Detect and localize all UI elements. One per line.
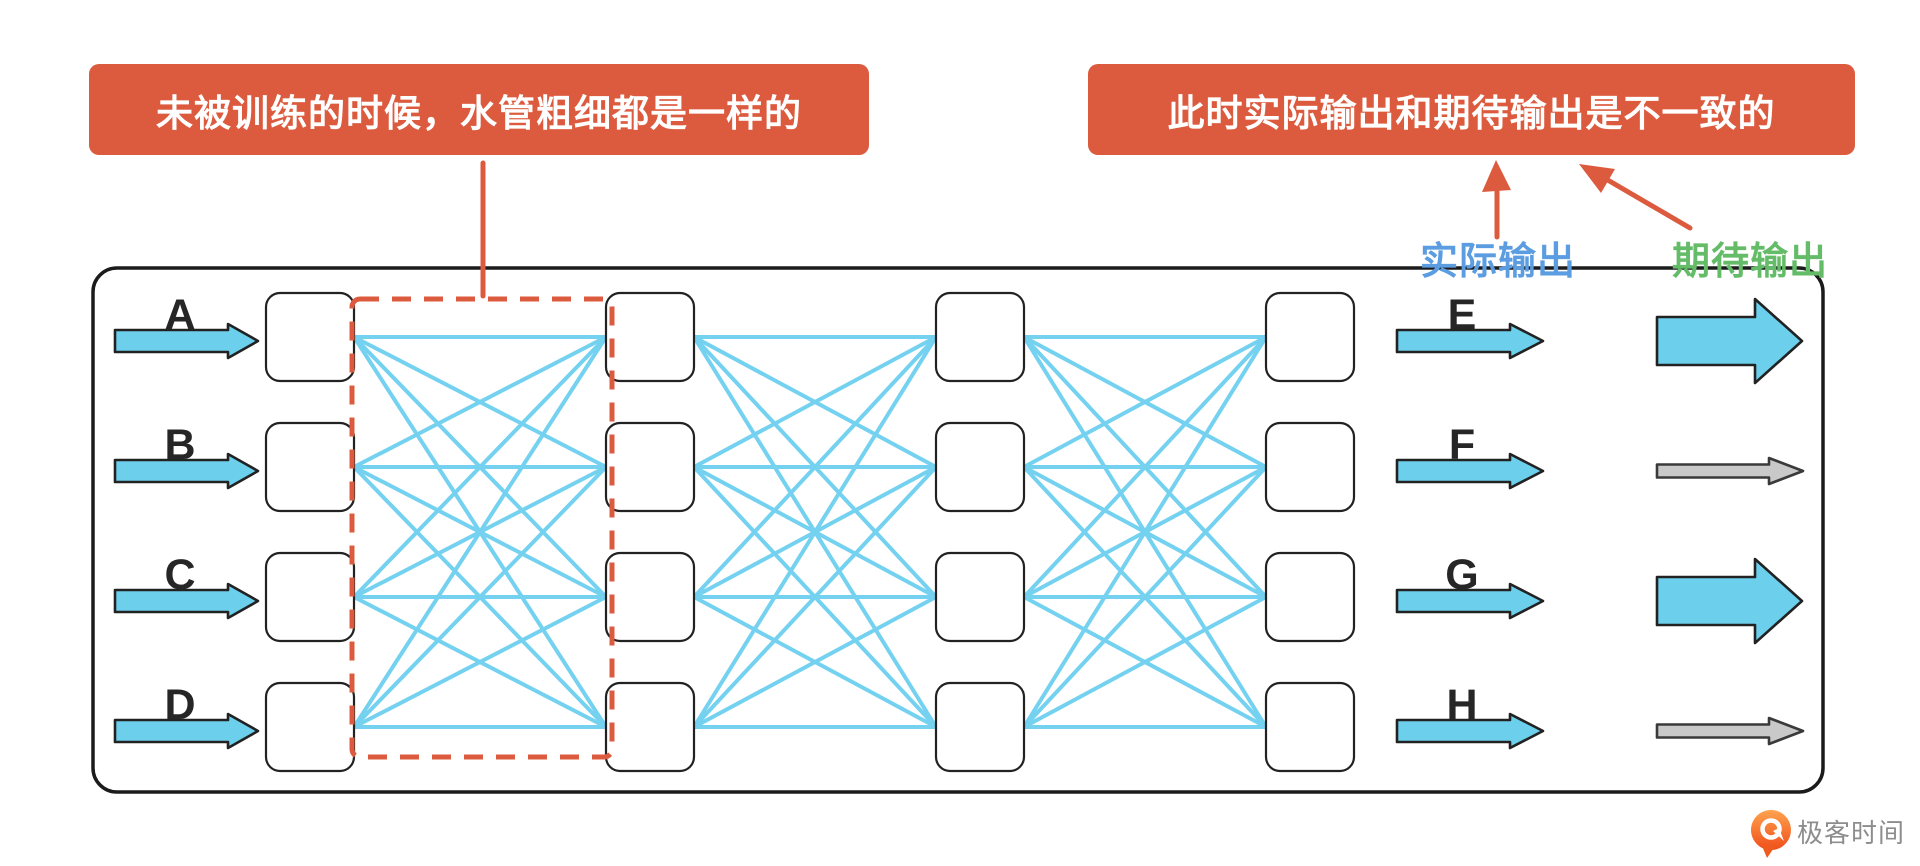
expected-output-arrow-thin	[1655, 716, 1805, 746]
annotation-arrow-up-icon	[1482, 160, 1511, 240]
pipe-connection	[352, 335, 608, 469]
untrained-pipes-highlight	[349, 296, 615, 760]
expected-output-arrow-big	[1655, 557, 1804, 645]
input-label-c: C	[164, 550, 196, 599]
input-arrow	[113, 322, 260, 360]
input-label-a: A	[164, 290, 196, 339]
network-node	[264, 421, 356, 513]
network-node	[1264, 291, 1356, 383]
output-label-g: G	[1445, 550, 1479, 599]
network-nodes	[264, 291, 1356, 773]
network-node	[604, 291, 696, 383]
input-label-b: B	[164, 420, 196, 469]
annotation-arrow-diagonal-icon	[1579, 164, 1693, 231]
actual-output-arrow	[1395, 582, 1545, 620]
network-node	[1264, 681, 1356, 773]
network-node	[264, 681, 356, 773]
pipe-connection	[352, 335, 608, 599]
pipe-connection	[692, 465, 938, 729]
network-node	[604, 551, 696, 643]
network-node	[1264, 551, 1356, 643]
expected-output-label: 期待输出	[1671, 240, 1828, 283]
geektime-logo-icon	[1750, 810, 1791, 858]
input-arrow	[113, 452, 260, 490]
pipe-connection	[692, 595, 938, 729]
network-node	[934, 681, 1026, 773]
output-label-f: F	[1448, 420, 1476, 469]
output-label-e: E	[1447, 290, 1477, 339]
pipe-connection	[352, 335, 608, 729]
expected-output-arrow-big	[1655, 297, 1804, 385]
output-label-h: H	[1446, 680, 1478, 729]
network-node	[934, 291, 1026, 383]
network-node	[604, 421, 696, 513]
pipe-connection	[692, 335, 938, 469]
network-container	[91, 266, 1825, 794]
callout-untrained-pipes: 未被训练的时候，水管粗细都是一样的	[89, 64, 869, 155]
actual-output-arrow	[1395, 712, 1545, 750]
actual-output-arrow	[1395, 322, 1545, 360]
network-node	[934, 421, 1026, 513]
flow-arrows	[113, 297, 1805, 750]
pipe-connection	[1022, 595, 1268, 729]
network-node	[1264, 421, 1356, 513]
input-label-d: D	[164, 680, 196, 729]
expected-output-arrow-thin	[1655, 456, 1805, 486]
pipe-connection	[692, 335, 938, 599]
pipe-connection	[1022, 335, 1268, 729]
pipe-connection	[352, 465, 608, 729]
pipe-connection	[1022, 335, 1268, 469]
callout-output-mismatch: 此时实际输出和期待输出是不一致的	[1088, 64, 1855, 155]
pipe-connections	[352, 335, 1268, 729]
input-arrow	[113, 712, 260, 750]
network-node	[934, 551, 1026, 643]
network-node	[264, 551, 356, 643]
brand-name: 极客时间	[1797, 817, 1906, 848]
input-arrow	[113, 582, 260, 620]
network-node	[264, 291, 356, 383]
pipe-connection	[352, 595, 608, 729]
network-node	[604, 681, 696, 773]
actual-output-label: 实际输出	[1419, 240, 1576, 283]
pipe-connection	[692, 335, 938, 729]
pipe-connection	[1022, 335, 1268, 599]
actual-output-arrow	[1395, 452, 1545, 490]
pipe-connection	[1022, 465, 1268, 729]
